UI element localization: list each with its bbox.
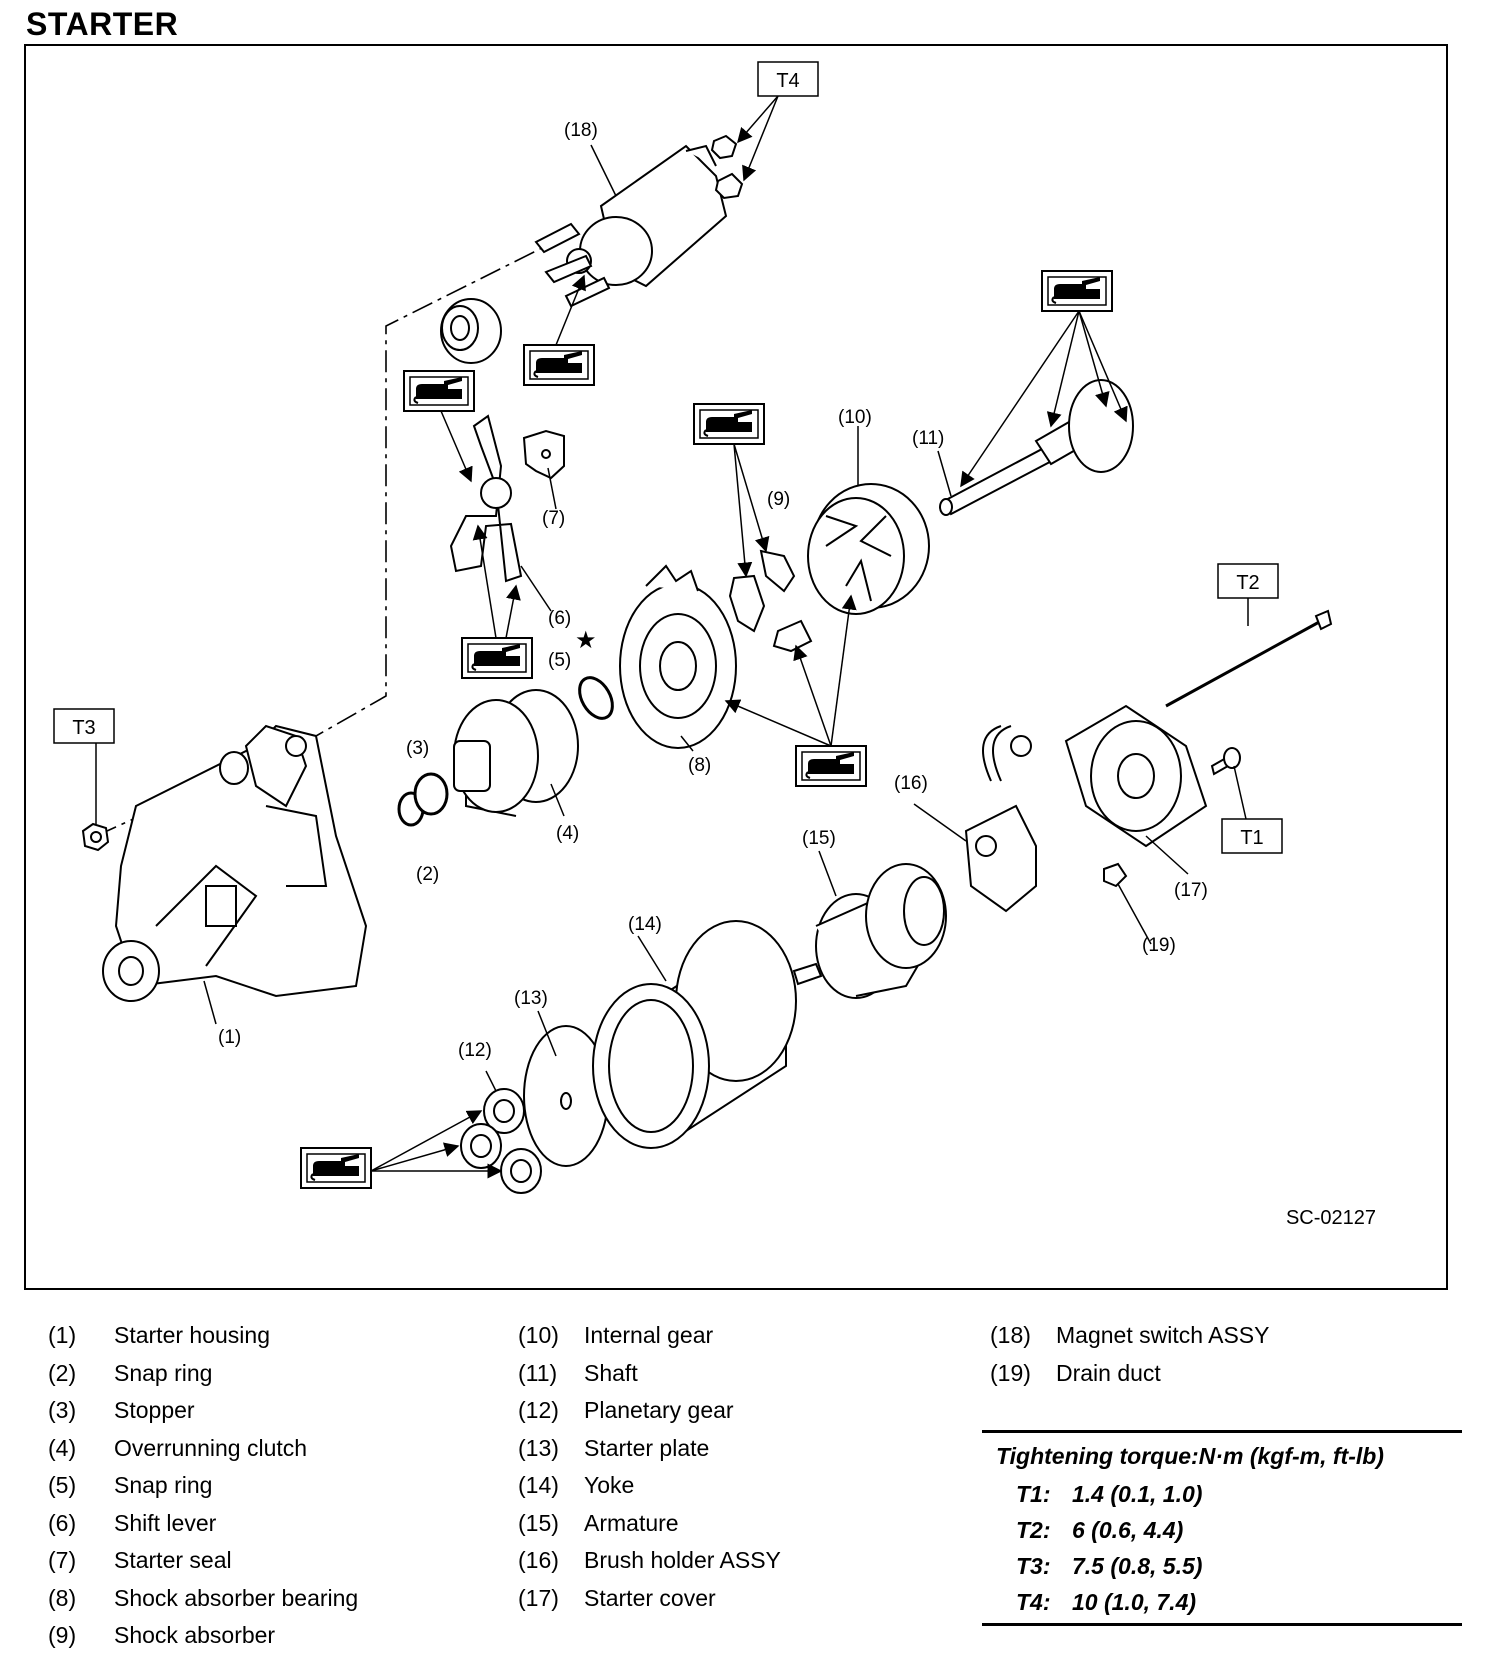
- diagram-frame: T3 ★: [24, 44, 1448, 1290]
- torque-tag-t3-label: T3: [72, 717, 95, 739]
- torque-row-t4: T4:10 (1.0, 7.4): [1016, 1589, 1197, 1615]
- leader-line: [742, 95, 779, 182]
- grease-icon: [403, 370, 475, 412]
- callout-19: (19): [1142, 935, 1176, 956]
- shift-lever-part: [449, 414, 523, 583]
- callout-9: (9): [767, 489, 790, 510]
- legend-item: (4)Overrunning clutch: [48, 1434, 308, 1461]
- legend-item: (15)Armature: [518, 1509, 679, 1536]
- callout-16: (16): [894, 773, 928, 794]
- torque-tag-t1-label: T1: [1240, 827, 1263, 849]
- shaft-part: [939, 379, 1134, 516]
- nut-t4-part: [710, 134, 744, 200]
- callout-2: (2): [416, 864, 439, 885]
- legend-item: (19)Drain duct: [990, 1359, 1161, 1386]
- grease-icon: [1041, 270, 1113, 312]
- legend-item: (10)Internal gear: [518, 1322, 714, 1349]
- magnet-switch-part: [534, 144, 728, 308]
- torque-tag-t1: [1221, 818, 1283, 854]
- callout-12: (12): [458, 1040, 492, 1061]
- leader-line: [737, 95, 779, 144]
- nut-t3-part: [81, 822, 110, 852]
- page-title: STARTER: [26, 6, 179, 42]
- legend-item: (13)Starter plate: [518, 1434, 710, 1461]
- torque-row-t2: T2:6 (0.6, 4.4): [1016, 1517, 1184, 1543]
- legend-item: (18)Magnet switch ASSY: [990, 1322, 1270, 1349]
- star-icon: ★: [575, 627, 597, 654]
- torque-tag-t2: [1217, 563, 1279, 599]
- callout-8: (8): [688, 755, 711, 776]
- legend-item: (16)Brush holder ASSY: [518, 1547, 781, 1574]
- legend-item: (1)Starter housing: [48, 1322, 270, 1349]
- brush-holder-part: [964, 725, 1037, 913]
- torque-tag-t4: [757, 61, 819, 97]
- legend-item: (9)Shock absorber: [48, 1622, 276, 1649]
- callout-7: (7): [542, 508, 565, 529]
- legend-item: (11)Shaft: [518, 1359, 638, 1386]
- legend-item: (6)Shift lever: [48, 1509, 217, 1536]
- torque-tag-t4-label: T4: [776, 70, 799, 92]
- overrunning-clutch-part: [453, 689, 579, 817]
- torque-title: Tightening torque:N·m (kgf-m, ft-lb): [996, 1443, 1384, 1469]
- legend-column-3: (18)Magnet switch ASSY (19)Drain duct: [990, 1317, 1270, 1392]
- legend-item: (5)Snap ring: [48, 1472, 213, 1499]
- grease-icon: [795, 745, 867, 787]
- bolt-head-icon: [1314, 609, 1333, 631]
- callout-15: (15): [802, 828, 836, 849]
- legend-item: (14)Yoke: [518, 1472, 635, 1499]
- callout-14: (14): [628, 914, 662, 935]
- stopper-part: [413, 772, 449, 816]
- leader-line: [1233, 765, 1247, 820]
- shock-absorber-bearing-part: [619, 564, 737, 749]
- callout-4: (4): [556, 823, 579, 844]
- torque-row-t1: T1:1.4 (0.1, 1.0): [1016, 1481, 1203, 1507]
- leader-lines: [485, 144, 1189, 1092]
- internal-gear-part: [807, 483, 930, 615]
- callout-11: (11): [912, 428, 944, 449]
- armature-part: [792, 863, 947, 999]
- callout-18: (18): [564, 120, 598, 141]
- drain-duct-part: [1103, 862, 1128, 888]
- legend-item: (7)Starter seal: [48, 1547, 232, 1574]
- shock-absorber-part: [728, 549, 813, 653]
- planetary-gear-part: [460, 1088, 542, 1194]
- callout-3: (3): [406, 738, 429, 759]
- callout-5: (5): [548, 650, 571, 671]
- starter-housing-part: [102, 724, 368, 1002]
- callout-1: (1): [218, 1027, 241, 1048]
- yoke-part: [592, 920, 797, 1149]
- legend-item: (3)Stopper: [48, 1397, 195, 1424]
- legend-column-2: (10)Internal gear (11)Shaft (12)Planetar…: [518, 1317, 781, 1617]
- torque-tag-t2-label: T2: [1236, 572, 1259, 594]
- screw-t1-part: [1210, 747, 1241, 776]
- callout-6: (6): [548, 608, 571, 629]
- legend-item: (2)Snap ring: [48, 1359, 213, 1386]
- legend-item: (8)Shock absorber bearing: [48, 1584, 359, 1611]
- legend-item: (17)Starter cover: [518, 1584, 716, 1611]
- snap-ring-part: [578, 676, 614, 720]
- leader-line: [203, 980, 217, 1025]
- callout-13: (13): [514, 988, 548, 1009]
- figure-id: SC-02127: [1286, 1207, 1376, 1229]
- callout-17: (17): [1174, 880, 1208, 901]
- legend-item: (12)Planetary gear: [518, 1397, 734, 1424]
- callout-labels: (1) (2) (3) (4) (5) (6) (7) (8) (9) (10)…: [218, 120, 1208, 1061]
- grease-arrows: [370, 274, 1128, 1179]
- torque-row-t3: T3:7.5 (0.8, 5.5): [1016, 1553, 1203, 1579]
- torque-tag-t3: [53, 708, 115, 744]
- exploded-view-diagram: T3 ★: [53, 61, 1376, 1229]
- through-bolt-t2-part: [1165, 619, 1322, 708]
- torque-table: Tightening torque:N·m (kgf-m, ft-lb) T1:…: [982, 1430, 1462, 1626]
- grease-icon: [461, 637, 533, 679]
- grease-icon: [523, 344, 595, 386]
- legend-column-1: (1)Starter housing (2)Snap ring (3)Stopp…: [48, 1317, 358, 1655]
- grease-icon: [300, 1147, 372, 1189]
- grease-icon: [693, 403, 765, 445]
- starter-seal-part: [522, 429, 565, 480]
- starter-cover-part: [1064, 704, 1208, 848]
- ring-seal-part: [440, 298, 502, 364]
- callout-10: (10): [838, 407, 872, 428]
